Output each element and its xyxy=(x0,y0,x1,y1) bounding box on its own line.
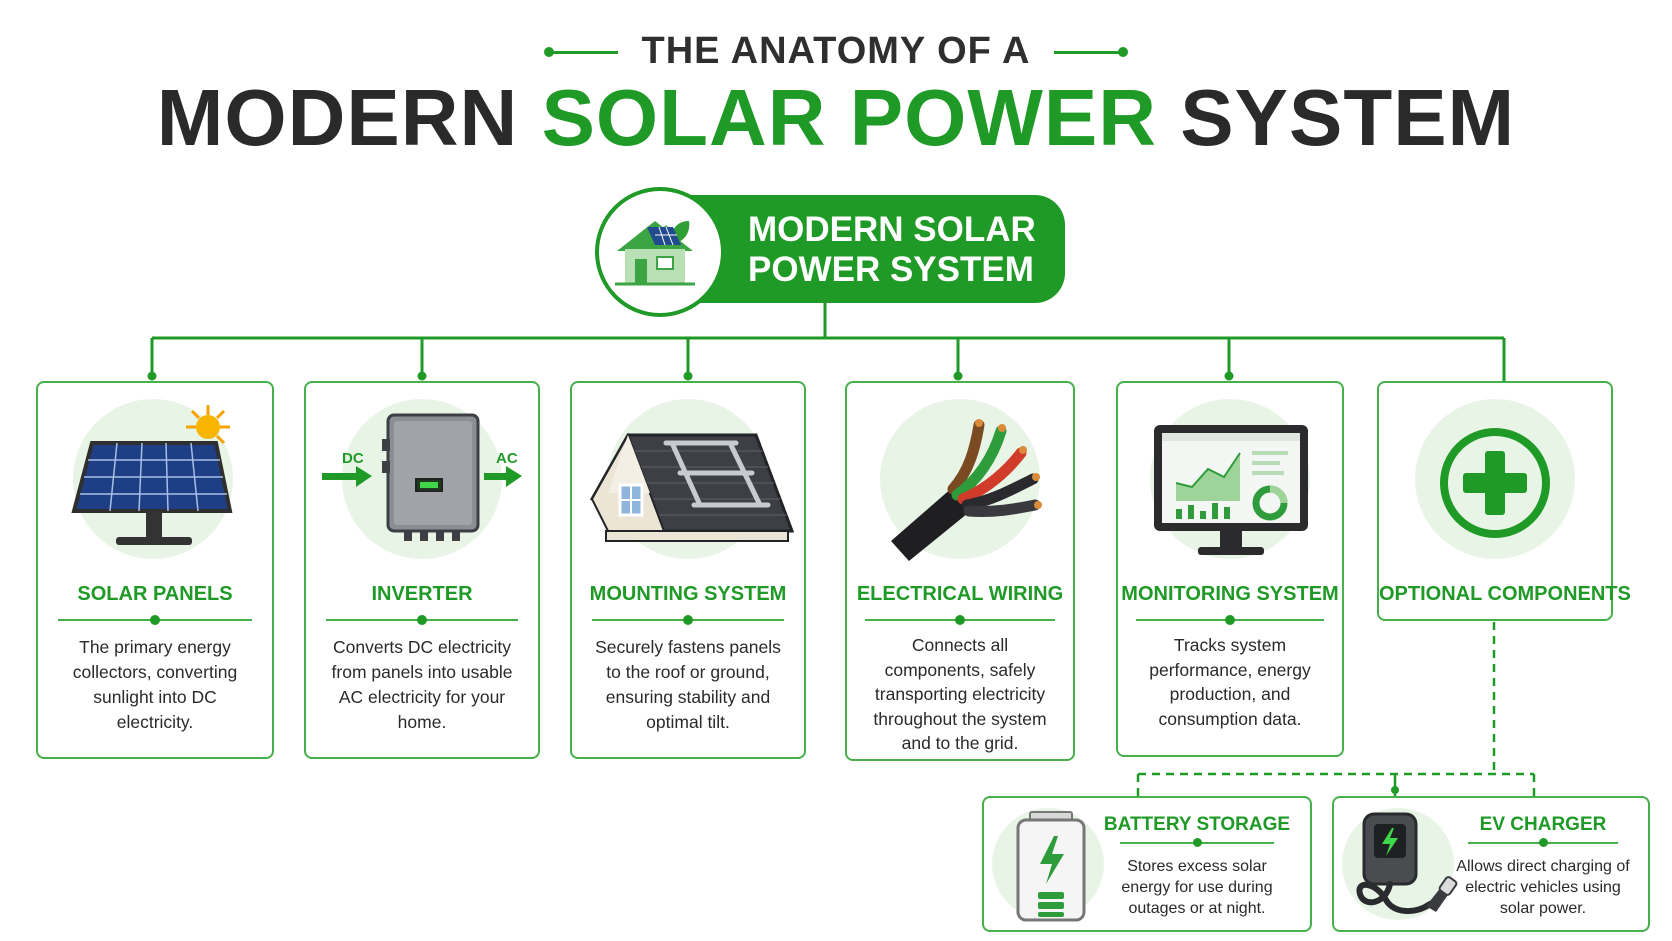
ev-charger-icon xyxy=(1356,812,1458,914)
monitor-icon xyxy=(1154,425,1308,555)
sub-card-title: EV CHARGER xyxy=(1479,814,1607,835)
root-label-line-1: MODERN SOLAR xyxy=(748,210,1036,249)
card-title: OPTIONAL COMPONENTS xyxy=(1379,583,1631,605)
inverter-icon: DC AC xyxy=(322,413,522,541)
battery-icon xyxy=(1016,811,1086,922)
card-divider xyxy=(326,615,518,625)
roof-mount-icon xyxy=(589,432,794,542)
card-monitoring-system: MONITORING SYSTEM Tracks system performa… xyxy=(1116,381,1344,757)
card-electrical-wiring: ELECTRICAL WIRING Connects all component… xyxy=(845,381,1075,761)
sub-card-description: Allows direct charging of electric vehic… xyxy=(1456,858,1630,917)
card-optional-components[interactable]: OPTIONAL COMPONENTS xyxy=(1377,381,1631,621)
card-title: INVERTER xyxy=(371,583,473,605)
root-label-line-2: POWER SYSTEM xyxy=(748,250,1034,289)
kicker-title: THE ANATOMY OF A xyxy=(0,30,1672,73)
card-divider xyxy=(865,615,1055,625)
inverter-dc-label: DC xyxy=(342,450,364,467)
title-word-1: MODERN xyxy=(156,73,519,162)
card-description: Converts DC electricity from panels into… xyxy=(331,637,513,732)
card-divider xyxy=(592,615,784,625)
card-description: Securely fastens panels to the roof or g… xyxy=(595,637,781,732)
sub-card-divider xyxy=(1120,838,1274,847)
card-ev-charger: EV CHARGER Allows direct charging of ele… xyxy=(1332,796,1650,932)
card-title: ELECTRICAL WIRING xyxy=(856,583,1064,605)
root-icon-circle xyxy=(595,187,725,317)
plus-icon xyxy=(1440,428,1550,538)
card-title: MOUNTING SYSTEM xyxy=(589,583,787,605)
card-title: SOLAR PANELS xyxy=(77,583,233,605)
kicker-text: THE ANATOMY OF A xyxy=(641,30,1031,72)
card-divider xyxy=(1136,615,1324,625)
solar-panel-icon xyxy=(71,405,233,545)
root-label: MODERN SOLAR POWER SYSTEM xyxy=(748,210,1048,290)
card-battery-storage: BATTERY STORAGE Stores excess solar ener… xyxy=(982,796,1312,932)
solar-house-icon xyxy=(615,221,695,286)
card-mounting-system: MOUNTING SYSTEM Securely fastens panels … xyxy=(570,381,806,759)
card-description: Tracks system performance, energy produc… xyxy=(1149,635,1311,729)
main-title: MODERN SOLAR POWER SYSTEM xyxy=(0,72,1672,164)
card-description: The primary energy collectors, convertin… xyxy=(72,637,238,732)
card-solar-panels: SOLAR PANELS The primary energy collecto… xyxy=(36,381,274,759)
sub-card-divider xyxy=(1468,838,1618,847)
card-inverter: DC AC INVERTER Converts DC electricity f… xyxy=(304,381,540,759)
wires-icon xyxy=(891,419,1042,561)
card-description: Connects all components, safely transpor… xyxy=(873,635,1047,753)
title-word-2: SOLAR POWER xyxy=(541,73,1158,162)
card-divider xyxy=(58,615,252,625)
inverter-ac-label: AC xyxy=(496,450,518,467)
title-word-3: SYSTEM xyxy=(1180,73,1516,162)
sub-card-description: Stores excess solar energy for use durin… xyxy=(1121,858,1273,917)
sub-card-title: BATTERY STORAGE xyxy=(1103,814,1291,835)
card-title: MONITORING SYSTEM xyxy=(1121,583,1339,605)
